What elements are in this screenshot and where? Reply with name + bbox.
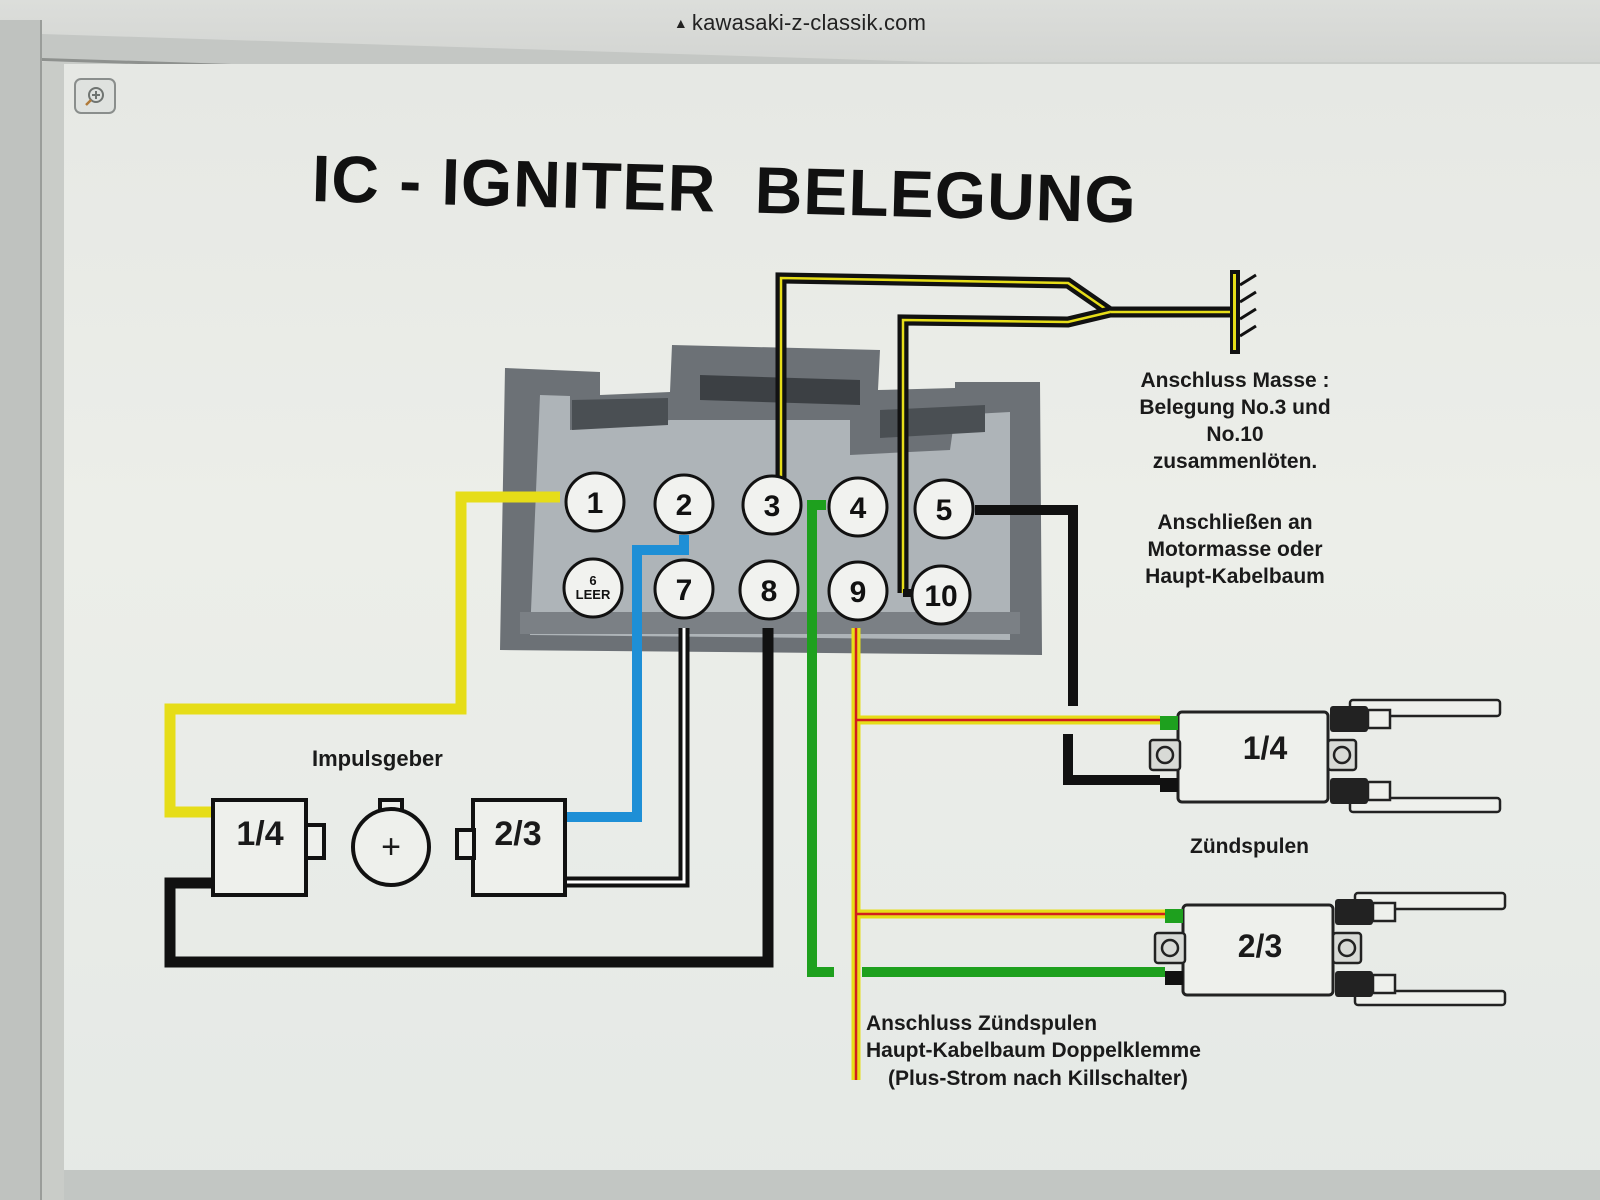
ignition-coil-1-4 (1148, 698, 1502, 814)
pickup-coil-1-4 (211, 798, 326, 897)
pin-number: 5 (936, 494, 953, 527)
lock-icon: ▲ (673, 15, 688, 31)
coil-mount-hole (1155, 745, 1175, 765)
pin-circle (827, 476, 889, 538)
power-note: Anschluss Zündspulen Haupt-Kabelbaum Dop… (866, 1010, 1266, 1092)
coil-mount-hole (1337, 938, 1357, 958)
left-gutter (0, 20, 42, 1200)
wire-pin4-green (807, 500, 1165, 977)
ground-connect-note: Anschließen an Motormasse oder Haupt-Kab… (1115, 510, 1355, 591)
wire-pin1-yellow (164, 491, 560, 818)
pin-sub-label: LEER (576, 587, 611, 602)
wire-pin9-yellow-red (851, 628, 1165, 1080)
pin-5: 5 (913, 478, 975, 540)
coil-2-3-label: 2/3 (1237, 928, 1283, 964)
wire-pin7-black-white (565, 628, 690, 888)
power-note-line: Haupt-Kabelbaum Doppelklemme (866, 1039, 1201, 1063)
pickup-coil-2-3-label: 2/3 (494, 815, 542, 853)
pickup-rotor-icon (351, 798, 431, 887)
spark-plug-cap-lower (1335, 971, 1373, 997)
ignition-coil-2-3 (1153, 891, 1507, 1007)
pin-circle (738, 559, 800, 621)
coil-bottom-flange (1348, 796, 1502, 814)
wire-pin8-black (164, 628, 774, 968)
pin-10: 10 (910, 564, 972, 626)
coil-mount-hole (1160, 938, 1180, 958)
pin-number: 3 (764, 490, 781, 523)
ground-note: Anschluss Masse : Belegung No.3 und No.1… (1110, 368, 1360, 476)
ground-connect-line: Haupt-Kabelbaum (1145, 564, 1325, 588)
coils-label: Zündspulen (1190, 835, 1309, 858)
pin-7: 7 (653, 558, 715, 620)
pin-4: 4 (827, 476, 889, 538)
pickup-label: Impulsgeber (312, 746, 443, 771)
pickup-coil-1-4-label: 1/4 (236, 815, 284, 853)
ground-wires (775, 272, 1236, 597)
pin-number: 1 (587, 487, 604, 520)
url-text: kawasaki-z-classik.com (691, 10, 927, 35)
spark-plug-cap-lower (1330, 778, 1368, 804)
ground-connect-line: Motormasse oder (1147, 537, 1323, 561)
coil-mount-left (1153, 931, 1187, 965)
pin-number: 9 (850, 576, 867, 609)
pin-circle (653, 473, 715, 535)
pin-circle (913, 478, 975, 540)
pin-3: 3 (741, 474, 803, 536)
coil-1-4-label: 1/4 (1242, 730, 1288, 766)
coil-mount-right (1326, 738, 1358, 772)
pin-number: 7 (676, 574, 693, 607)
pin-circle (653, 558, 715, 620)
power-note-line: (Plus-Strom nach Killschalter) (888, 1066, 1188, 1090)
pin-number: 2 (676, 489, 693, 522)
wire-pin2-blue (565, 535, 689, 822)
spark-plug-lead-upper (1371, 901, 1397, 923)
zoom-in-button[interactable] (74, 78, 116, 114)
pin-8: 8 (738, 559, 800, 621)
pickup-rotor-symbol: + (381, 828, 401, 866)
coil-mount-left (1148, 738, 1182, 772)
ground-connect-line: Anschließen an (1157, 511, 1313, 534)
ground-note-line: Belegung No.3 und (1139, 395, 1331, 419)
ground-symbol-icon (1230, 270, 1257, 354)
spark-plug-lead-lower (1371, 973, 1397, 995)
pin-number: 4 (850, 492, 867, 525)
ground-note-line: No.10 (1206, 422, 1264, 446)
coil-terminal-plus (1160, 716, 1178, 730)
pin-circle (564, 471, 626, 533)
pin-9: 9 (827, 560, 889, 622)
spark-plug-lead-upper (1366, 708, 1392, 730)
pin-number: 6 (589, 573, 596, 588)
viewer-status-bar (64, 1170, 1600, 1200)
wire-pin7-stripe (565, 628, 686, 884)
coil-terminal-minus (1165, 971, 1183, 985)
address-bar[interactable]: ▲kawasaki-z-classik.com (0, 10, 1600, 36)
pin-1: 1 (564, 471, 626, 533)
ground-note-line: zusammenlöten. (1152, 449, 1318, 473)
pin-circle (562, 557, 624, 619)
spark-plug-cap-upper (1335, 899, 1373, 925)
pin-2: 2 (653, 473, 715, 535)
pin-circle (827, 560, 889, 622)
coil-terminal-plus (1165, 909, 1183, 923)
ground-note-line: Anschluss Masse : (1140, 369, 1330, 392)
coil-mount-hole (1332, 745, 1352, 765)
pin-circle (910, 564, 972, 626)
pin-number: 8 (761, 575, 778, 608)
pickup-coil-2-3 (455, 798, 567, 897)
spark-plug-cap-upper (1330, 706, 1368, 732)
pin-circle (741, 474, 803, 536)
coil-bottom-flange (1353, 989, 1507, 1007)
spark-plug-lead-lower (1366, 780, 1392, 802)
power-note-line: Anschluss Zündspulen (866, 1012, 1098, 1035)
pin-number: 10 (924, 580, 957, 613)
wire-pin5-black (975, 505, 1160, 785)
coil-terminal-minus (1160, 778, 1178, 792)
coil-mount-right (1331, 931, 1363, 965)
zoom-in-icon (85, 87, 104, 106)
